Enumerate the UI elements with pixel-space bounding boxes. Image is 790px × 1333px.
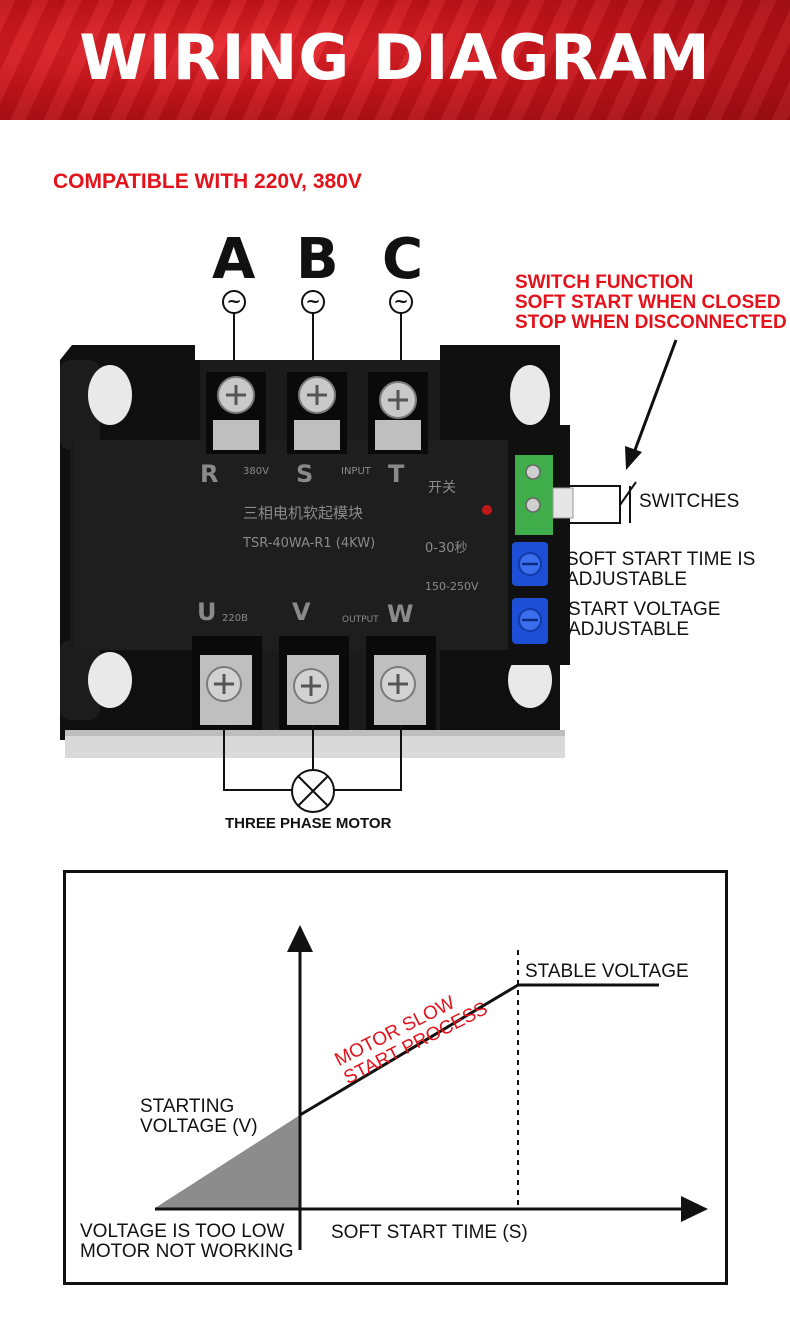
screw-v-icon xyxy=(287,655,339,725)
terminal-v-marking: V xyxy=(292,598,311,626)
right-hole-top xyxy=(510,365,550,425)
time-range-marking: 0-30秒 xyxy=(425,541,468,556)
soft-starter-module: R S T 380V INPUT 开关 三相电机软起模块 TSR-40WA-R1… xyxy=(60,313,678,813)
input-marking: INPUT xyxy=(341,466,372,477)
ac-symbol-b-icon: ~ xyxy=(301,290,325,314)
left-hole-top xyxy=(88,365,132,425)
terminal-t-marking: T xyxy=(388,460,405,488)
switch-screw-1-icon xyxy=(525,464,541,480)
terminal-s-marking: S xyxy=(296,460,313,488)
phase-b-label: B xyxy=(296,227,339,292)
starting-voltage-area xyxy=(155,1115,300,1208)
status-led-icon xyxy=(482,505,492,515)
heatsink-edge xyxy=(65,730,565,736)
left-mount-tab-top xyxy=(60,360,100,450)
stable-voltage-label: STABLE VOLTAGE xyxy=(525,961,689,982)
graph-canvas xyxy=(155,925,708,1250)
switch-function-disconnected: STOP WHEN DISCONNECTED xyxy=(515,312,787,333)
motor-wire-w xyxy=(334,725,402,791)
too-low-label-1: VOLTAGE IS TOO LOW xyxy=(80,1221,285,1242)
output-voltage-marking: 220B xyxy=(222,613,248,624)
left-mount-tab-bottom xyxy=(60,640,100,720)
module-model: TSR-40WA-R1 (4KW) xyxy=(242,536,375,551)
terminal-u-marking: U xyxy=(197,598,217,626)
terminal-r-marking: R xyxy=(200,460,218,488)
compatibility-note: COMPATIBLE WITH 220V, 380V xyxy=(53,170,362,193)
ac-symbol-a-icon: ~ xyxy=(222,290,246,314)
module-name-cn: 三相电机软起模块 xyxy=(243,504,363,522)
right-hole-bottom xyxy=(508,652,552,708)
output-marking: OUTPUT xyxy=(342,615,379,625)
screw-t-icon xyxy=(375,381,421,450)
ac-symbol-c-icon: ~ xyxy=(389,290,413,314)
screw-s-icon xyxy=(294,376,340,450)
voltage-range-marking: 150-250V xyxy=(425,580,479,593)
soft-start-ramp xyxy=(299,983,519,1117)
soft-start-label-2: ADJUSTABLE xyxy=(566,569,688,590)
screw-u-icon xyxy=(200,655,252,725)
motor-wire-u xyxy=(223,725,292,791)
y-axis-arrow-icon xyxy=(287,925,313,952)
voltage-marking: 380V xyxy=(243,466,269,477)
soft-start-label-1: SOFT START TIME IS xyxy=(566,549,756,570)
soft-start-graph: STARTING VOLTAGE (V) VOLTAGE IS TOO LOW … xyxy=(63,870,728,1285)
switch-cn-marking: 开关 xyxy=(428,480,456,496)
starting-voltage-label-1: STARTING xyxy=(140,1096,235,1117)
motor-label: THREE PHASE MOTOR xyxy=(225,815,392,832)
module-label-panel xyxy=(75,440,515,650)
switch-function-title: SWITCH FUNCTION xyxy=(515,272,694,293)
x-axis-arrow-icon xyxy=(681,1196,708,1222)
switch-connector xyxy=(552,487,574,519)
switch-function-closed: SOFT START WHEN CLOSED xyxy=(515,292,781,313)
switch-screw-2-icon xyxy=(525,497,541,513)
switch-contact-icon xyxy=(619,481,637,506)
arrow-head-icon xyxy=(625,446,642,470)
screw-w-icon xyxy=(374,655,426,725)
starting-voltage-label-2: VOLTAGE (V) xyxy=(140,1116,258,1137)
screw-r-icon xyxy=(213,376,259,450)
phase-c-label: C xyxy=(382,227,424,292)
start-voltage-label-1: START VOLTAGE xyxy=(568,599,721,620)
page-title: WIRING DIAGRAM xyxy=(79,21,711,94)
switches-label: SWITCHES xyxy=(639,491,740,512)
x-axis-label: SOFT START TIME (S) xyxy=(331,1222,528,1243)
switch-function-arrow xyxy=(630,339,678,459)
left-hole-bottom xyxy=(88,652,132,708)
phase-a-label: A xyxy=(212,227,256,292)
header-banner: WIRING DIAGRAM xyxy=(0,0,790,120)
start-voltage-label-2: ADJUSTABLE xyxy=(568,619,690,640)
terminal-w-marking: W xyxy=(387,600,413,628)
too-low-label-2: MOTOR NOT WORKING xyxy=(80,1241,294,1262)
